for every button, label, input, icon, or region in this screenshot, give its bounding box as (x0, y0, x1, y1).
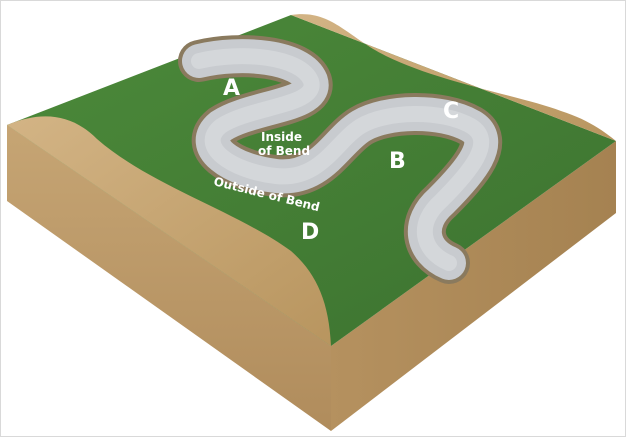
block-right-face (331, 141, 616, 431)
label-inside-line1: Inside (261, 130, 302, 144)
label-d: D (301, 220, 319, 245)
label-b: B (389, 149, 406, 174)
label-c: C (443, 99, 459, 124)
label-a: A (223, 76, 240, 101)
block-front-face (7, 125, 331, 431)
left-sand-bank (7, 116, 331, 346)
right-sand-bank (291, 14, 616, 142)
river-highlight (191, 48, 490, 271)
label-inside-line2: of Bend (258, 144, 310, 158)
